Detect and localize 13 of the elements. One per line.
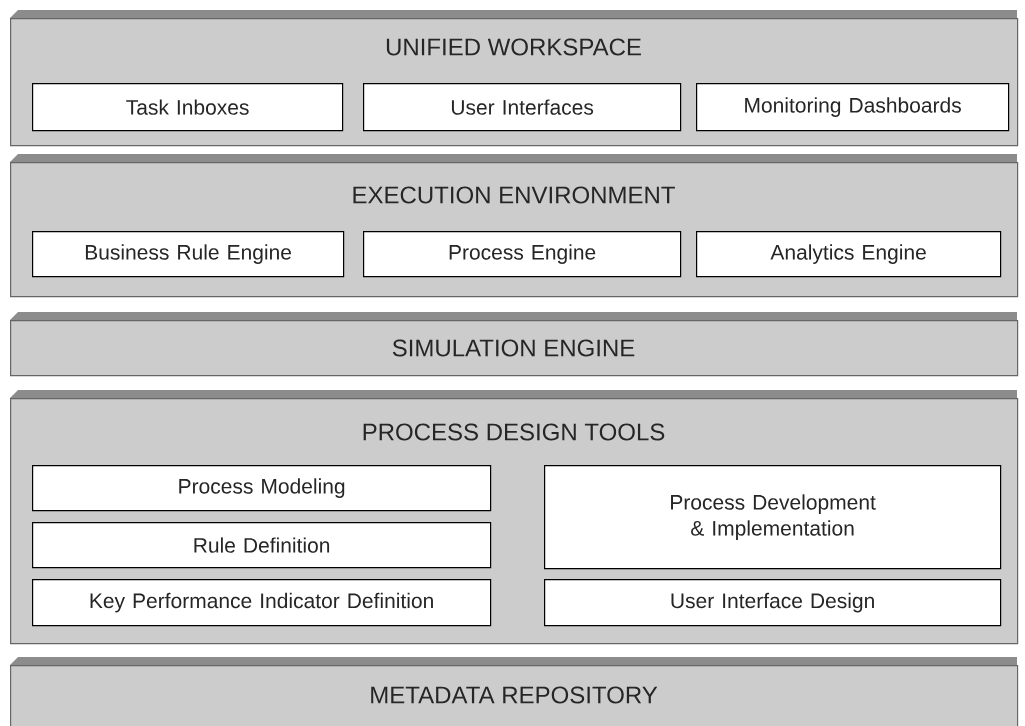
component-box: User Interfaces — [363, 83, 682, 132]
component-box: Monitoring Dashboards — [696, 83, 1010, 132]
component-box: Task Inboxes — [32, 83, 344, 132]
component-box: Rule Definition — [32, 522, 492, 569]
component-box: Process Development & Implementation — [544, 465, 1002, 570]
component-box: Process Modeling — [32, 465, 492, 512]
layer-band: SIMULATION ENGINE — [10, 312, 1019, 377]
component-box: User Interface Design — [544, 579, 1002, 627]
component-box: Analytics Engine — [696, 231, 1002, 278]
component-box: Key Performance Indicator Definition — [32, 579, 492, 627]
component-box: Business Rule Engine — [32, 231, 345, 278]
layer-band: METADATA REPOSITORY — [10, 657, 1019, 726]
component-box: Process Engine — [363, 231, 682, 278]
